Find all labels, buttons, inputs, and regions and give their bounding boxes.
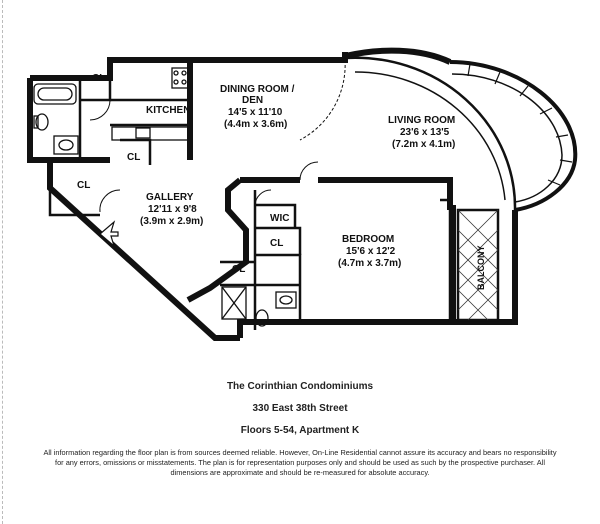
label-cl-top: CL <box>92 73 105 84</box>
building-name: The Corinthian Condominiums <box>226 381 374 392</box>
window-mullions <box>467 63 573 186</box>
label-gallery-metric: (3.9m x 2.9m) <box>140 216 203 227</box>
label-balcony: BALCONY <box>476 246 486 291</box>
bath-toilet-icon <box>255 309 269 327</box>
label-cl-bath: CL <box>232 264 245 275</box>
label-cl-mid: CL <box>127 152 140 163</box>
label-dining-dims: 14'5 x 11'10 <box>228 107 283 118</box>
page-edge <box>2 0 3 524</box>
label-dining-name: DINING ROOM / <box>220 84 295 95</box>
label-bedroom-metric: (4.7m x 3.7m) <box>338 258 401 269</box>
building-address: 330 East 38th Street <box>252 403 348 414</box>
label-living-dims: 23'6 x 13'5 <box>400 127 450 138</box>
label-living-metric: (7.2m x 4.1m) <box>392 139 455 150</box>
kitchen-sink-icon <box>135 127 151 139</box>
bath-sink-icon <box>275 291 297 309</box>
label-kitchen: KITCHEN <box>146 105 190 116</box>
floor-plan: CL KITCHEN DINING ROOM / DEN 14'5 x 11'1… <box>27 47 578 341</box>
stove-icon <box>171 67 189 89</box>
shower-icon <box>221 286 247 320</box>
label-bedroom-dims: 15'6 x 12'2 <box>346 246 396 257</box>
label-gallery-dims: 12'11 x 9'8 <box>148 204 197 215</box>
entry-arrow-icon <box>99 220 119 248</box>
label-bedroom-name: BEDROOM <box>342 234 394 245</box>
label-dining-metric: (4.4m x 3.6m) <box>224 119 287 130</box>
fixtures <box>33 67 297 327</box>
label-cl-bed: CL <box>270 238 283 249</box>
curved-window-wall <box>344 47 578 212</box>
door-swings <box>89 59 346 213</box>
counter <box>111 126 189 141</box>
label-cl-left: CL <box>77 180 90 191</box>
bathtub-icon <box>33 83 77 105</box>
balcony <box>450 205 500 325</box>
label-wic: WIC <box>270 213 289 224</box>
label-gallery-name: GALLERY <box>146 192 194 203</box>
disclaimer-text: All information regarding the floor plan… <box>43 448 557 477</box>
sink-icon <box>53 135 79 155</box>
label-living-name: LIVING ROOM <box>388 115 455 126</box>
room-labels: CL KITCHEN DINING ROOM / DEN 14'5 x 11'1… <box>77 73 486 290</box>
label-dining-name2: DEN <box>242 95 263 106</box>
toilet-icon <box>35 113 49 131</box>
unit-info: Floors 5-54, Apartment K <box>240 425 360 436</box>
